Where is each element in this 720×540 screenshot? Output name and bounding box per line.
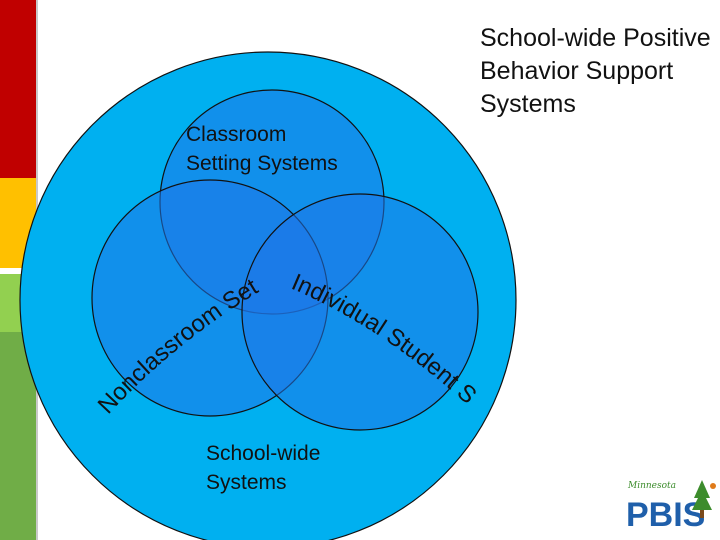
classroom-label: Classroom Setting Systems xyxy=(186,123,338,175)
tree-icon xyxy=(692,480,712,518)
pbis-logo: Minnesota PBIS xyxy=(626,480,716,534)
diagram-title: School-wide Positive Behavior Support Sy… xyxy=(480,24,711,118)
accent-bar-red xyxy=(0,0,36,178)
schoolwide-label: School-wide Systems xyxy=(206,442,326,494)
logo-pbis-text: PBIS xyxy=(626,496,705,534)
individual-circle xyxy=(241,193,479,431)
sun-icon xyxy=(710,483,716,489)
accent-bar-white-gap xyxy=(0,268,36,274)
logo-script-text: Minnesota xyxy=(627,481,676,491)
